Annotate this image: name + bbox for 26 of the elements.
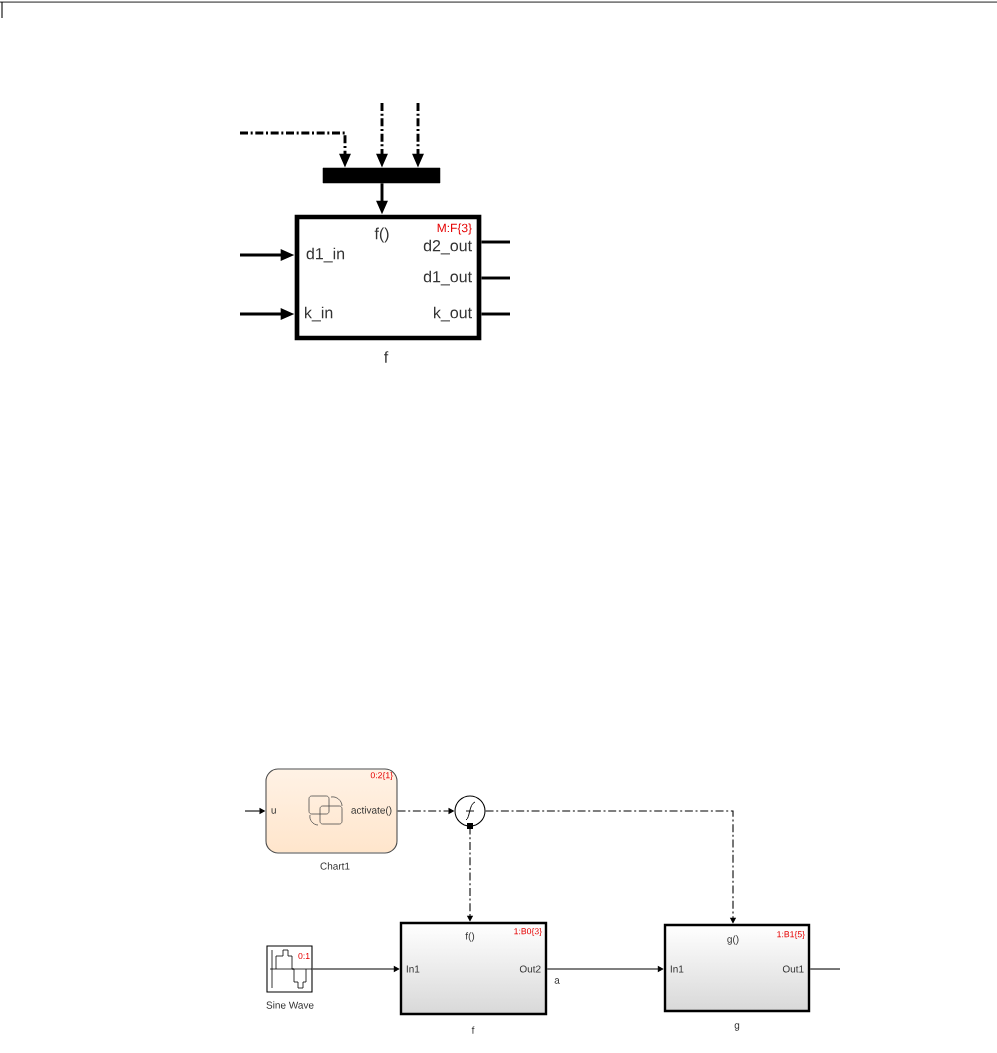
edge-label: a xyxy=(552,976,562,986)
port-label: k_in xyxy=(305,306,333,322)
sample-time-label: 1:B1{5} xyxy=(777,931,805,940)
port-label: Out2 xyxy=(519,965,541,973)
sample-time-label: 0:1 xyxy=(298,952,310,960)
function-label: f() xyxy=(465,932,475,942)
sample-time-label: M:F{3} xyxy=(437,223,472,235)
block-name: f xyxy=(471,1026,475,1034)
port-label: activate() xyxy=(351,806,392,816)
block-name: Sine Wave xyxy=(266,1001,314,1009)
port-label: In1 xyxy=(406,965,420,973)
block-name: f xyxy=(384,351,389,363)
port-label: d1_in xyxy=(306,247,345,263)
port-label: d2_out xyxy=(423,239,472,255)
port-label: u xyxy=(271,808,276,814)
sample-time-label: 0:2{1} xyxy=(370,772,393,781)
block-name: g xyxy=(734,1023,740,1031)
block-name: Chart1 xyxy=(320,862,350,870)
port-label: In1 xyxy=(670,965,684,973)
sample-time-label: 1:B0{3} xyxy=(514,928,542,937)
function-label: f() xyxy=(374,227,389,243)
port-label: k_out xyxy=(434,306,472,322)
port-label: d1_out xyxy=(423,270,472,286)
port-label: Out1 xyxy=(782,965,804,973)
arrow xyxy=(485,810,737,924)
function-label: g() xyxy=(727,935,739,945)
